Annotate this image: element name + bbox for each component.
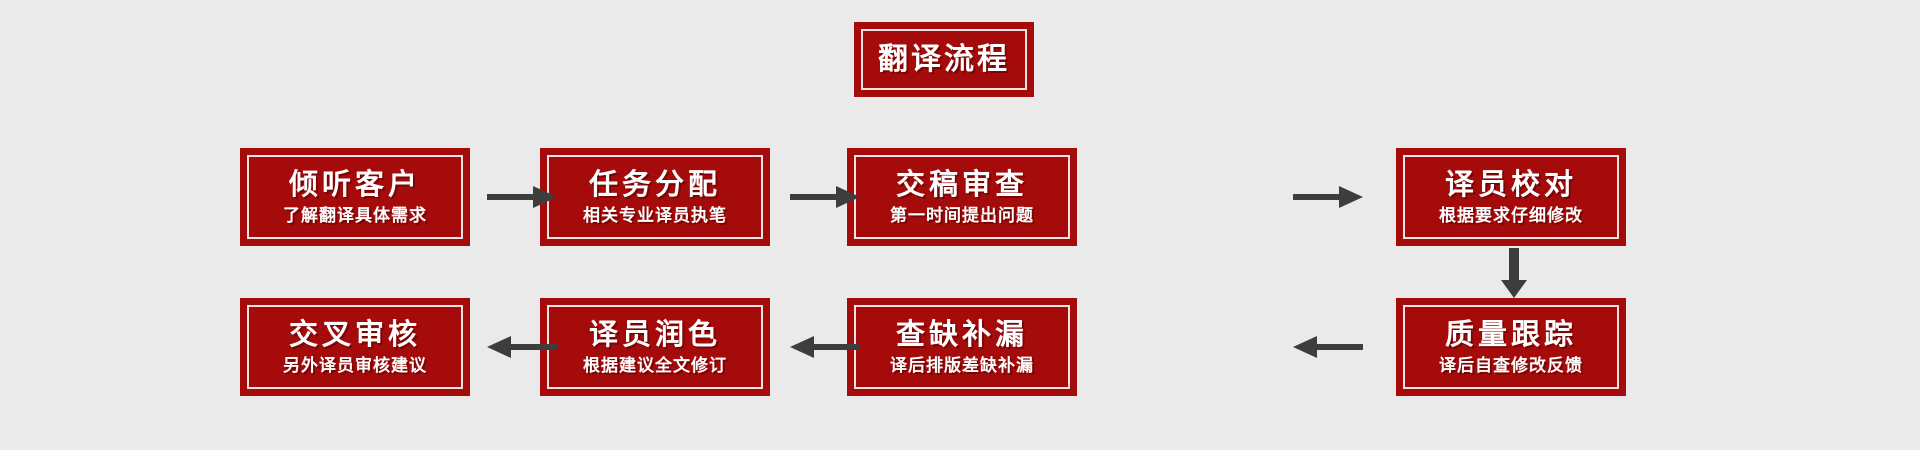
diagram-title-box: 翻译流程 bbox=[854, 22, 1034, 97]
step-title: 译员润色 bbox=[588, 316, 721, 351]
step-box-submission-review[interactable]: 交稿审查 第一时间提出问题 bbox=[847, 148, 1077, 246]
step-title: 交稿审查 bbox=[895, 166, 1028, 201]
step-box-translator-polish[interactable]: 译员润色 根据建议全文修订 bbox=[540, 298, 770, 396]
step-title: 质量跟踪 bbox=[1444, 316, 1577, 351]
diagram-title-text: 翻译流程 bbox=[878, 41, 1010, 77]
arrow-right-icon bbox=[1293, 183, 1363, 211]
step-box-quality-tracking[interactable]: 质量跟踪 译后自查修改反馈 bbox=[1396, 298, 1626, 396]
arrow-down-icon bbox=[1500, 248, 1528, 298]
step-subtitle: 根据要求仔细修改 bbox=[1439, 205, 1583, 226]
arrow-left-icon bbox=[790, 333, 860, 361]
step-box-cross-review[interactable]: 交叉审核 另外译员审核建议 bbox=[240, 298, 470, 396]
step-subtitle: 相关专业译员执笔 bbox=[583, 205, 727, 226]
step-subtitle: 另外译员审核建议 bbox=[283, 355, 427, 376]
arrow-left-icon bbox=[487, 333, 557, 361]
step-title: 译员校对 bbox=[1444, 166, 1577, 201]
step-subtitle: 根据建议全文修订 bbox=[583, 355, 727, 376]
step-title: 交叉审核 bbox=[288, 316, 421, 351]
step-subtitle: 译后自查修改反馈 bbox=[1439, 355, 1583, 376]
step-box-gap-filling[interactable]: 查缺补漏 译后排版差缺补漏 bbox=[847, 298, 1077, 396]
step-subtitle: 了解翻译具体需求 bbox=[283, 205, 427, 226]
step-subtitle: 译后排版差缺补漏 bbox=[890, 355, 1034, 376]
step-title: 查缺补漏 bbox=[895, 316, 1028, 351]
step-box-translator-proofread[interactable]: 译员校对 根据要求仔细修改 bbox=[1396, 148, 1626, 246]
step-box-task-assignment[interactable]: 任务分配 相关专业译员执笔 bbox=[540, 148, 770, 246]
arrow-right-icon bbox=[790, 183, 860, 211]
arrow-right-icon bbox=[487, 183, 557, 211]
step-box-listen-client[interactable]: 倾听客户 了解翻译具体需求 bbox=[240, 148, 470, 246]
step-title: 倾听客户 bbox=[288, 166, 421, 201]
arrow-left-icon bbox=[1293, 333, 1363, 361]
step-title: 任务分配 bbox=[588, 166, 721, 201]
step-subtitle: 第一时间提出问题 bbox=[890, 205, 1034, 226]
